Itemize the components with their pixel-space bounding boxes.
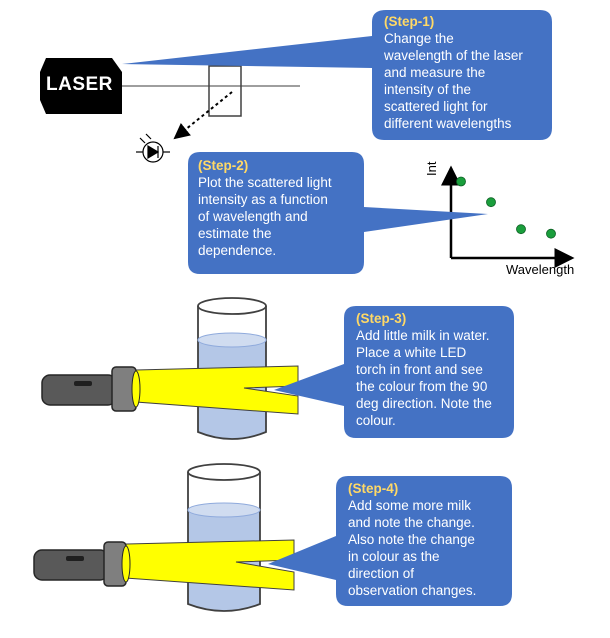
torch-step-3 [41,366,141,412]
laser-label: LASER [46,74,113,95]
plot-point [456,176,466,187]
step-4-callout [268,476,512,606]
plot-point [486,197,496,208]
plot-points [456,176,556,239]
step-3-title: (Step-3) [356,311,407,326]
glass-step-4 [187,463,261,612]
photodiode-icon [136,133,170,163]
step-2-text: (Step-2) Plot the scattered light intens… [198,157,360,259]
step-3-callout [274,306,514,438]
step-1-title: (Step-1) [384,14,435,29]
step-3-text: (Step-3) Add little milk in water. Place… [356,310,512,429]
laser-box [40,58,122,114]
step-4-body: Add some more milk and note the change. … [348,498,477,598]
plot-y-label: Int [424,161,439,176]
step-1-text: (Step-1) Change the wavelength of the la… [384,13,548,132]
step-4-title: (Step-4) [348,481,399,496]
scatter-arrow [173,91,233,140]
plot-x-label: Wavelength [506,262,575,277]
step-2-body: Plot the scattered light intensity as a … [198,175,332,258]
step-2-title: (Step-2) [198,158,249,173]
torch-step-4 [33,541,131,587]
step-2-callout [188,152,488,274]
step-3-body: Add little milk in water. Place a white … [356,328,492,428]
plot-point [546,228,556,239]
step-4-text: (Step-4) Add some more milk and note the… [348,480,508,599]
sample-cuvette [208,65,242,117]
step-1-callout [122,10,552,140]
step-1-body: Change the wavelength of the laser and m… [384,31,523,131]
plot-point [516,224,526,235]
light-beam-step-3 [135,365,299,415]
light-beam-step-4 [125,539,295,591]
